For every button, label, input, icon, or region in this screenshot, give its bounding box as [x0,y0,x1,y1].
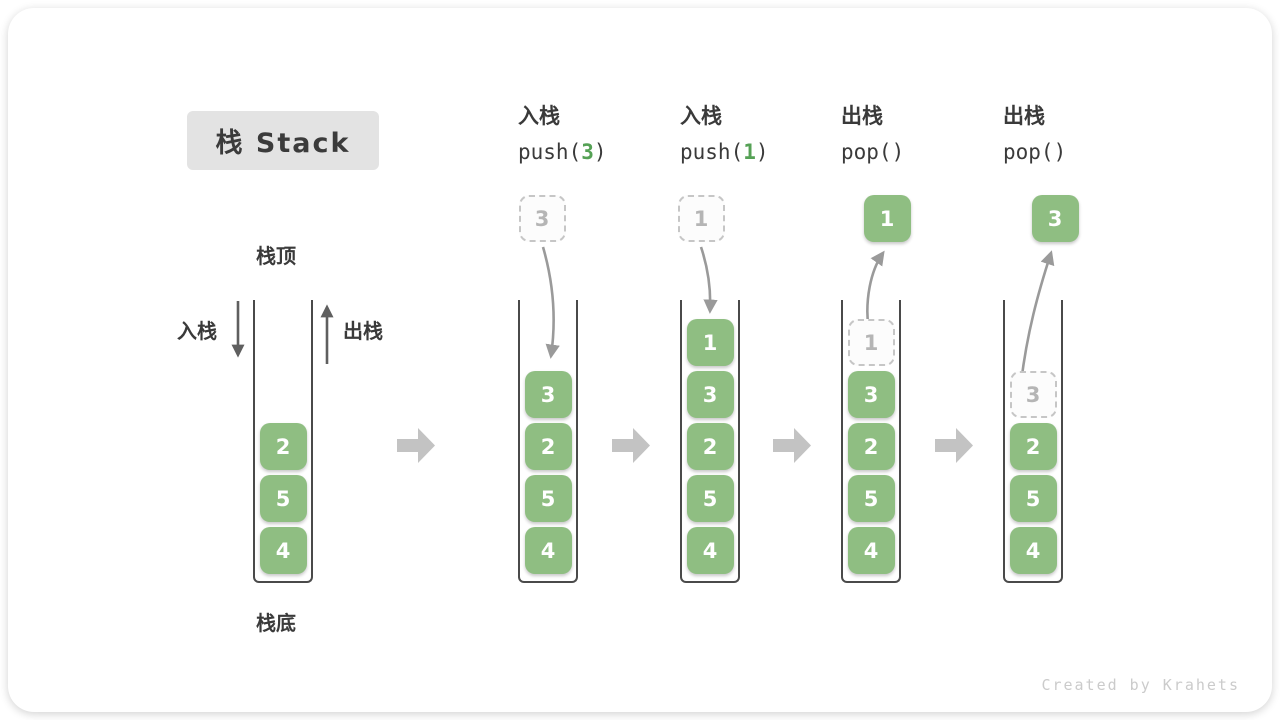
stack-item: 3 [686,371,734,418]
call-prefix: push( [680,140,744,164]
stack-item: 2 [259,423,307,470]
push-direction-label: 入栈 [177,319,217,343]
stack-item: 2 [1009,423,1057,470]
stack-item: 5 [259,475,307,522]
stack-item: 3 [524,371,572,418]
operation-label: 入栈 push(1) [680,106,830,163]
stack-container-1 [253,300,313,583]
floating-item: 1 [863,195,911,242]
stack-item: 4 [1009,527,1057,574]
stack-container-5 [1003,300,1063,583]
call-prefix: pop( [841,140,892,164]
call-suffix: ) [755,140,769,164]
operation-call: push(3) [518,142,668,163]
stack-item: 4 [259,527,307,574]
stack-item: 3 [847,371,895,418]
operation-label: 出栈 pop() [841,106,991,163]
stack-item: 2 [524,423,572,470]
operation-name: 出栈 [1003,104,1045,128]
stack-container-4 [841,300,901,583]
pop-direction-label: 出栈 [343,319,383,343]
stack-bottom-label: 栈底 [256,611,296,635]
call-prefix: push( [518,140,582,164]
stack-item: 1 [686,319,734,366]
stack-item: 5 [686,475,734,522]
stack-item: 2 [847,423,895,470]
stack-item: 4 [524,527,572,574]
page-title: 栈 Stack [215,128,351,159]
stack-item-ghost: 1 [847,319,895,366]
call-suffix: ) [1053,140,1067,164]
stack-container-3 [680,300,740,583]
operation-name: 出栈 [841,104,883,128]
title-box: 栈 Stack [187,111,379,170]
floating-item: 3 [518,195,566,242]
operation-call: pop() [1003,142,1153,163]
stack-item-ghost: 3 [1009,371,1057,418]
call-suffix: ) [891,140,905,164]
call-argument: 3 [581,140,594,164]
operation-call: pop() [841,142,991,163]
call-argument: 1 [743,140,756,164]
operation-label: 出栈 pop() [1003,106,1153,163]
operation-call: push(1) [680,142,830,163]
stack-item: 5 [524,475,572,522]
stack-top-label: 栈顶 [256,244,296,268]
stack-item: 4 [847,527,895,574]
stack-item: 5 [1009,475,1057,522]
watermark: Created by Krahets [1041,676,1240,694]
operation-name: 入栈 [518,104,560,128]
stack-item: 4 [686,527,734,574]
call-prefix: pop( [1003,140,1054,164]
operation-name: 入栈 [680,104,722,128]
operation-label: 入栈 push(3) [518,106,668,163]
floating-item: 3 [1031,195,1079,242]
stack-item: 2 [686,423,734,470]
call-suffix: ) [593,140,607,164]
floating-item: 1 [677,195,725,242]
stack-container-2 [518,300,578,583]
stack-item: 5 [847,475,895,522]
